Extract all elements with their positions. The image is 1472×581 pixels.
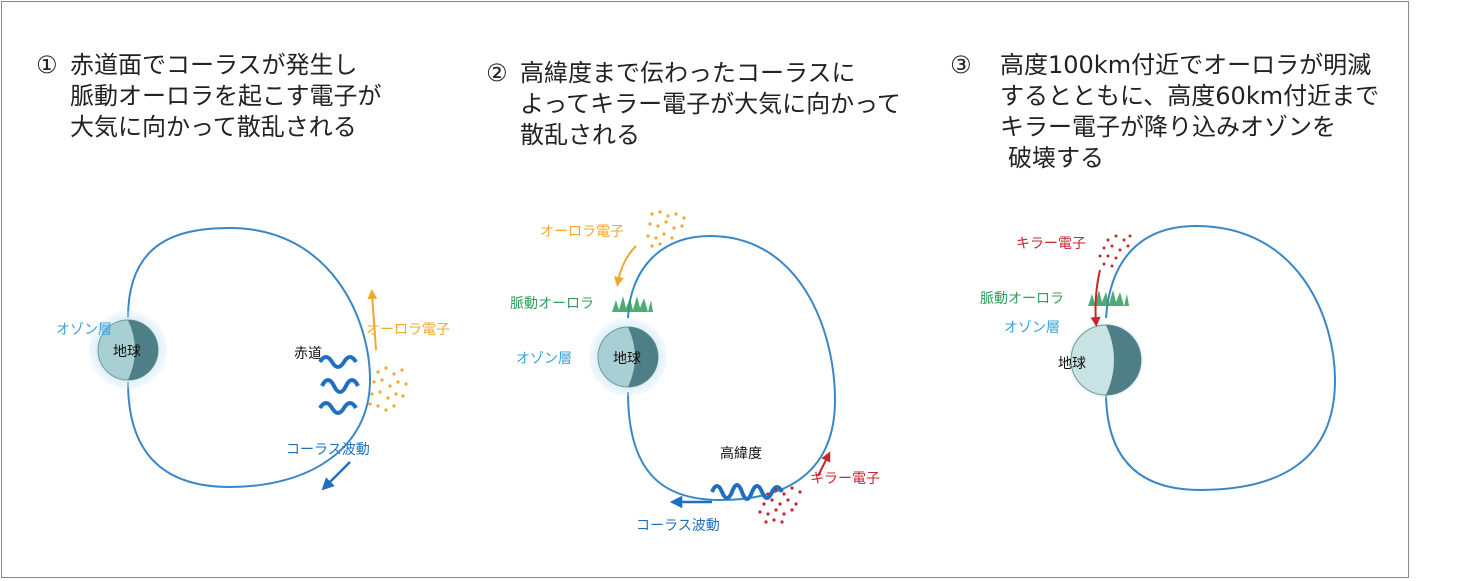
earth-label: 地球 [613,351,641,367]
caption-line: するとともに、高度60km付近まで [1000,82,1380,110]
earth-night-side [1106,325,1141,395]
chorus-label: コーラス波動 [636,518,720,534]
caption-line: 赤道面でコーラスが発生し [70,51,358,79]
chorus-wave-packet [710,483,784,501]
aurora-electron-cloud [368,366,408,412]
caption-line: 高緯度まで伝わったコーラスに [520,59,856,87]
aurora-electron-label: オーロラ電子 [540,224,624,240]
panel-3: オゾン層 地球 脈動オーロラ キラー電子 [980,224,1337,492]
ozone-label: オゾン層 [56,322,112,338]
ozone-label: オゾン層 [1004,320,1060,336]
caption-number: ③ [950,51,972,79]
earth-label: 地球 [1058,356,1086,372]
killer-electron-arrow [1090,269,1101,327]
caption-line: 大気に向かって散乱される [70,113,357,141]
caption-panel-2: ② 高緯度まで伝わったコーラスに よってキラー電子が大気に向かって 散乱される [486,58,901,151]
pulsating-aurora [612,296,653,312]
magnetic-field-line [127,226,372,489]
killer-electron-label: キラー電子 [1016,236,1086,252]
caption-line: よってキラー電子が大気に向かって [520,90,901,118]
caption-panel-3: ③ 高度100km付近でオーロラが明滅 するとともに、高度60km付近まで キラー… [950,50,1379,174]
aurora-electron-cloud [646,210,686,248]
pulsating-aurora-label: 脈動オーロラ [510,296,594,312]
caption-line: 脈動オーロラを起こす電子が [70,82,382,110]
pulsating-aurora-label: 脈動オーロラ [980,291,1064,307]
ozone-label: オゾン層 [516,351,572,367]
panel-1: オゾン層 地球 赤道 オーロラ電子 コーラス波動 [56,226,450,491]
chorus-label: コーラス波動 [286,442,370,458]
earth-night-side [628,327,658,387]
figure-frame [1,1,1409,578]
magnetic-field-line [1105,224,1337,492]
magnetic-field-line [627,234,837,502]
earth-label: 地球 [113,344,141,360]
pulsating-aurora [1088,290,1129,306]
killer-electron-cloud [1098,234,1132,268]
chorus-wave-packet [318,355,360,415]
aurora-electron-arrow [367,289,378,351]
chorus-propagation-arrow [321,461,351,491]
panel-2: オゾン層 地球 脈動オーロラ オーロラ電子 高緯度 コーラス波動 キラー電子 [510,210,880,534]
aurora-electron-label: オーロラ電子 [366,322,450,338]
caption-number: ② [486,59,508,87]
earth-night-side [128,320,158,380]
aurora-electron-arrow [613,245,637,287]
caption-line: 破壊する [1008,144,1104,172]
caption-panel-1: ① 赤道面でコーラスが発生し 脈動オーロラを起こす電子が 大気に向かって散乱される [36,50,382,143]
equator-label: 赤道 [294,346,322,362]
killer-electron-label: キラー電子 [810,471,880,487]
killer-electron-cloud [758,486,802,524]
caption-number: ① [36,51,58,79]
caption-line: キラー電子が降り込みオゾンを [1000,113,1336,141]
killer-electron-arrow [817,451,831,477]
caption-line: 高度100km付近でオーロラが明滅 [1000,51,1372,79]
caption-line: 散乱される [520,121,640,149]
high-latitude-label: 高緯度 [720,445,762,462]
